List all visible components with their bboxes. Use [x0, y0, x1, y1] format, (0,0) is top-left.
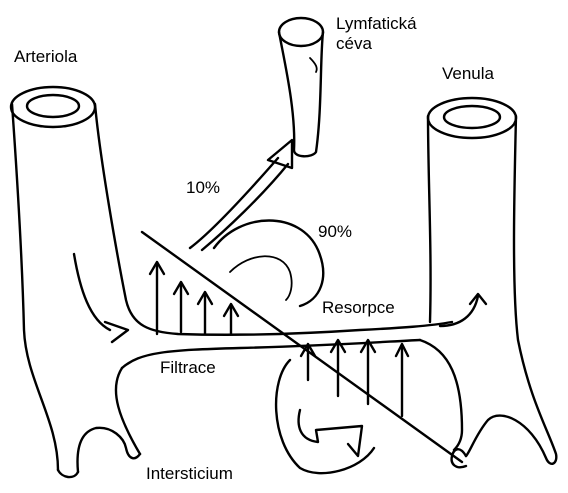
- venula-label: Venula: [442, 64, 494, 84]
- lymphatic-label-line2: céva: [336, 34, 372, 54]
- filtrace-label: Filtrace: [160, 358, 216, 378]
- filtration-arrows: [150, 262, 238, 334]
- pressure-gradient-line: [142, 232, 462, 462]
- lymphatic-vessel: [279, 18, 323, 156]
- venula-vessel: [420, 98, 556, 467]
- arteriola-label: Arteriola: [14, 47, 77, 67]
- intersticium-label: Intersticium: [146, 464, 233, 484]
- resorpce-label: Resorpce: [322, 298, 395, 318]
- resorption-arrows: [301, 340, 408, 416]
- ninety-percent-label: 90%: [318, 222, 352, 242]
- ten-percent-label: 10%: [186, 178, 220, 198]
- lymphatic-label-line1: Lymfatická: [336, 14, 417, 34]
- arteriola-vessel: [11, 87, 452, 477]
